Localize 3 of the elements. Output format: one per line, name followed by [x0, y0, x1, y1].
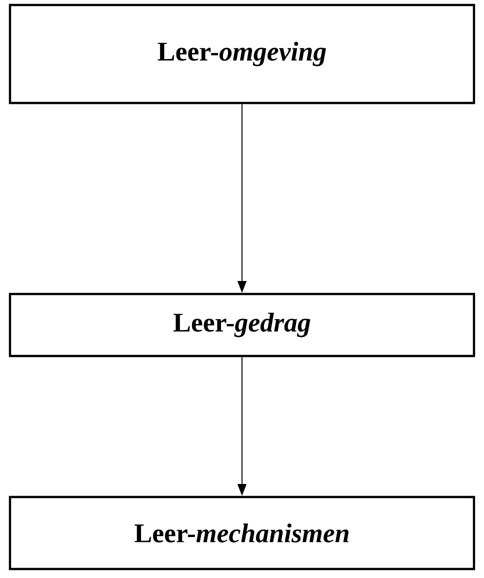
process-box: Leer-gedrag — [8, 292, 476, 358]
process-box: Leer-mechanismen — [8, 496, 476, 570]
process-box: Leer-omgeving — [8, 4, 476, 104]
